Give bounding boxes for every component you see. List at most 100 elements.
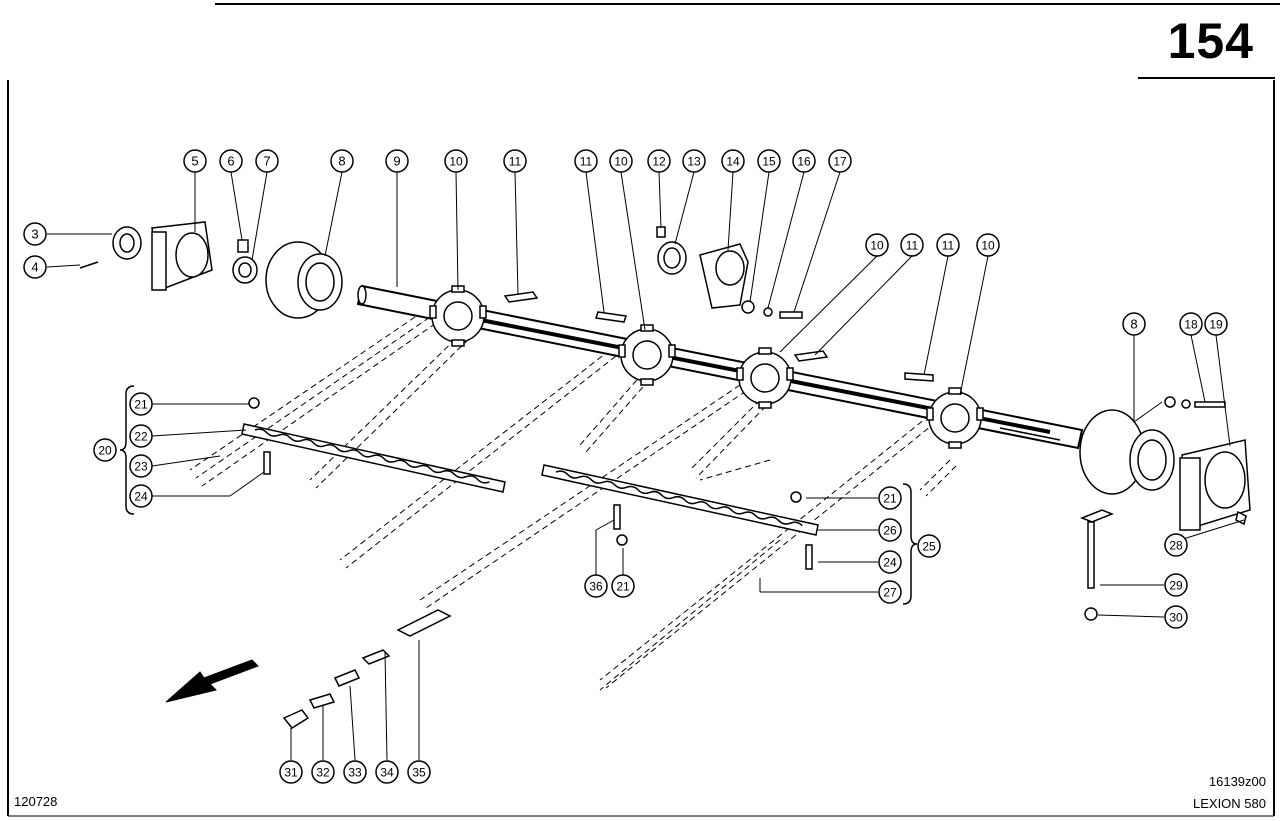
callout-circle [900,233,924,257]
callout-circle [385,149,409,173]
callout-c26: 26 [878,518,902,542]
callout-label: 36 [589,580,603,594]
callout-label: 29 [1169,579,1183,593]
callout-label: 32 [316,766,330,780]
scraper-bar-right [541,464,819,570]
assembly-dashed-lines [189,299,957,691]
callout-circle [917,534,941,558]
callout-c15: 15 [757,149,781,173]
callout-c14: 14 [721,149,745,173]
callout-label: 12 [652,155,666,169]
sprocket-2 [618,324,676,386]
callout-label: 33 [348,766,362,780]
callout-circle [574,149,598,173]
tension-rod-29 [1079,509,1247,621]
callout-circle [878,486,902,510]
callout-label: 6 [227,154,234,169]
machine-model: LEXION 580 [1193,796,1266,811]
callout-circle [878,518,902,542]
callout-circle [93,438,117,462]
callout-label: 28 [1169,539,1183,553]
callout-c35: 35 [407,760,431,784]
callout-label: 31 [284,766,298,780]
callout-label: 10 [449,155,463,169]
callout-label: 27 [883,586,897,600]
callout-label: 26 [883,524,897,538]
callout-circle [647,149,671,173]
callout-circle [255,149,279,173]
callout-c10c: 10 [865,233,889,257]
chain-links [282,609,452,729]
bearing-housing-left [151,221,213,292]
callout-circle [609,149,633,173]
callout-label: 23 [134,460,148,474]
callout-circle [129,392,153,416]
callout-label: 16 [797,155,811,169]
callout-c28: 28 [1164,533,1188,557]
callout-label: 14 [726,155,740,169]
date-code: 120728 [14,794,58,809]
callout-circle [23,222,47,246]
callout-label: 21 [616,580,630,594]
callout-c5: 5 [183,149,207,173]
callout-c21a: 21 [129,392,153,416]
callout-c29: 29 [1164,573,1188,597]
callout-c11d: 11 [936,233,960,257]
callout-c11a: 11 [503,149,527,173]
callout-label: 24 [883,556,897,570]
callout-label: 10 [981,239,995,253]
callout-label: 13 [687,155,701,169]
callout-label: 11 [509,155,522,169]
callout-circle [1122,312,1146,336]
callout-circle [936,233,960,257]
callout-c6: 6 [219,149,243,173]
sprocket-1 [429,285,487,347]
callout-circle [407,760,431,784]
callout-circle [757,149,781,173]
callout-c13: 13 [682,149,706,173]
callout-label: 24 [134,490,148,504]
callout-label: 19 [1209,318,1223,332]
main-shaft [356,284,1084,450]
nut-and-bolt-left [79,226,142,269]
callout-label: 8 [1130,317,1137,332]
callout-label: 21 [883,492,897,506]
callout-circle [792,149,816,173]
callout-c31: 31 [279,760,303,784]
callout-c22: 22 [129,424,153,448]
callout-label: 25 [922,540,936,554]
callout-c18: 18 [1179,312,1203,336]
callout-circle [343,760,367,784]
callout-label: 11 [580,155,593,169]
callout-circle [330,149,354,173]
callout-circle [1164,533,1188,557]
callout-circle [129,484,153,508]
callout-circle [584,574,608,598]
page-number: 154 [1167,13,1254,69]
callout-label: 10 [870,239,884,253]
group-braces [119,385,918,605]
callout-label: 9 [393,154,400,169]
callout-circle [183,149,207,173]
callout-label: 30 [1169,611,1183,625]
callout-c8b: 8 [1122,312,1146,336]
callout-circle [1164,605,1188,629]
callout-label: 4 [31,260,38,275]
callout-c17: 17 [828,149,852,173]
frame-lines [7,3,1280,817]
callout-c27: 27 [878,580,902,604]
callout-c10a: 10 [444,149,468,173]
callout-label: 18 [1184,318,1198,332]
callout-c4: 4 [23,255,47,279]
callout-c20: 20 [93,438,117,462]
callout-c19: 19 [1204,312,1228,336]
callout-circle [976,233,1000,257]
callout-circle [503,149,527,173]
callout-circle [129,424,153,448]
flange-left [265,241,343,319]
callout-label: 11 [906,239,919,253]
callout-label: 8 [338,154,345,169]
callout-c12: 12 [647,149,671,173]
callout-label: 17 [833,155,847,169]
